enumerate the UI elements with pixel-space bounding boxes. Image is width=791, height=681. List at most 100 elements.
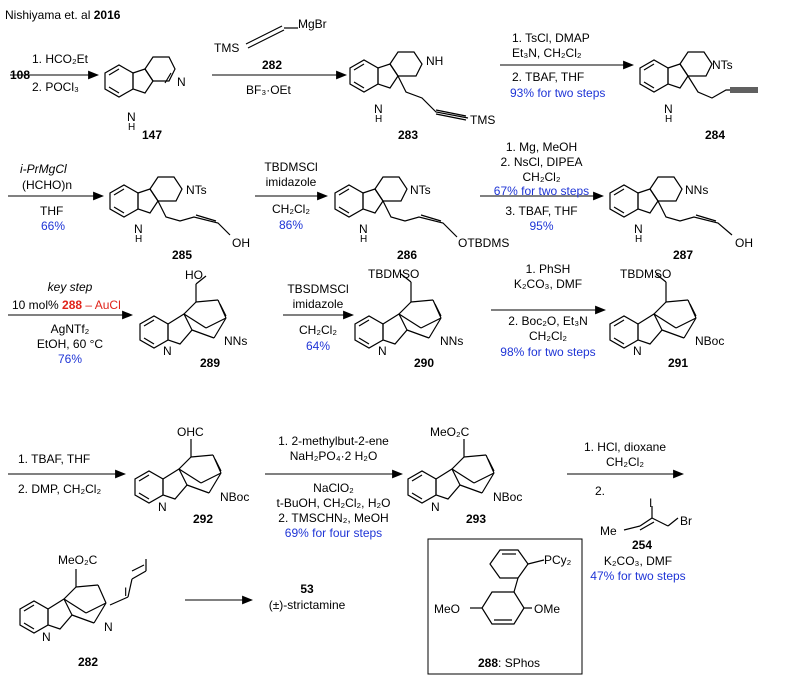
step-i-reagent-2: K₂CO₃, DMF — [513, 277, 583, 291]
atom-h-285: H — [135, 234, 143, 245]
key-step-label: key step — [47, 280, 93, 294]
step-e-reagent-2: imidazole — [265, 175, 317, 189]
step-h-reagent-1: TBSDMSCl — [287, 282, 349, 296]
atom-h-287: H — [635, 234, 643, 245]
step-j-reagent-1: 1. TBAF, THF — [18, 452, 91, 466]
reagent-282-label: 282 — [262, 58, 283, 72]
step-f-yield-1: 67% for two steps — [493, 184, 590, 198]
sphos-box — [427, 538, 583, 675]
tms-label-283: TMS — [470, 113, 496, 127]
step-f-reagent-1: 1. Mg, MeOH — [505, 140, 578, 154]
atom-n-292-indole: N — [158, 500, 167, 514]
atom-n2-147: N — [177, 75, 186, 89]
structure-147 — [104, 56, 176, 98]
compound-290-label: 290 — [414, 356, 435, 370]
reagent-254-label: 254 — [632, 538, 653, 552]
step-c-reagent-2: Et₃N, CH₂Cl₂ — [512, 46, 582, 60]
i-label-282: I — [124, 585, 128, 599]
tbdmso-label-291: TBDMSO — [620, 267, 672, 281]
atom-n-293-indole: N — [431, 500, 440, 514]
step-i-yield: 98% for two steps — [500, 345, 596, 359]
structure-288-sphos — [470, 549, 545, 625]
atom-n-282-indole: N — [42, 630, 51, 644]
compound-285-label: 285 — [172, 248, 193, 262]
sphos-caption: 288: SPhos — [478, 656, 540, 670]
bf3-label: BF₃·OEt — [246, 83, 291, 97]
structure-287 — [609, 176, 733, 236]
step-g-yield: 76% — [57, 352, 83, 366]
atom-nboc-293: NBoc — [493, 490, 523, 504]
catalyst-post: – AuCl — [85, 298, 121, 312]
structure-285 — [109, 176, 231, 236]
structure-254 — [623, 506, 679, 531]
step-f-reagent-4: 3. TBAF, THF — [505, 204, 578, 218]
step-j-reagent-2: 2. DMP, CH₂Cl₂ — [18, 482, 102, 496]
compound-147-label: 147 — [142, 128, 163, 142]
step-d-reagent-2: (HCHO)n — [22, 178, 72, 192]
scheme-header: Nishiyama et. al 2016 — [5, 8, 120, 22]
step-i-reagent-3: 2. Boc₂O, Et₃N — [508, 314, 588, 328]
compound-282-label: 282 — [78, 655, 99, 669]
compound-291-label: 291 — [668, 356, 689, 370]
catalyst-number: 288 — [62, 298, 83, 312]
compound-286-label: 286 — [397, 248, 418, 262]
atom-nh-283-indole: N — [374, 102, 383, 116]
ohc-label-292: OHC — [177, 425, 204, 439]
atom-n-147: N — [127, 110, 136, 124]
step-l-yield: 47% for two steps — [590, 569, 686, 583]
step-a-reagent-1: 1. HCO₂Et — [32, 52, 89, 66]
compound-53-label: 53 — [300, 582, 314, 596]
atom-nns-287: NNs — [685, 183, 709, 197]
step-h-reagent-2: imidazole — [292, 297, 344, 311]
step-l-reagent-4: K₂CO₃, DMF — [603, 554, 673, 568]
atom-nts-284: NTs — [712, 58, 733, 72]
structure-293 — [407, 439, 495, 504]
atom-n-285: N — [134, 222, 143, 236]
step-l-reagent-2: CH₂Cl₂ — [606, 455, 644, 469]
atom-n-291-indole: N — [633, 344, 642, 358]
step-e-yield: 86% — [278, 218, 304, 232]
atom-oh-285: OH — [232, 236, 250, 250]
atom-nns-290: NNs — [440, 334, 464, 348]
structure-282-reagent — [245, 25, 298, 49]
step-f-reagent-3: CH₂Cl₂ — [522, 170, 561, 184]
structure-289 — [139, 275, 227, 349]
structure-290 — [354, 273, 442, 349]
atom-h-284: H — [665, 114, 673, 125]
structure-292 — [134, 439, 222, 504]
compound-287-label: 287 — [673, 248, 694, 262]
step-g-reagent-2: AgNTf₂ — [50, 322, 90, 336]
step-i-reagent-1: 1. PhSH — [525, 262, 571, 276]
tbdmso-label-290: TBDMSO — [368, 267, 420, 281]
strictamine-label: (±)-strictamine — [268, 598, 346, 612]
atom-nns-289: NNs — [224, 334, 248, 348]
step-d-reagent-1: i-PrMgCl — [20, 162, 67, 176]
compound-292-label: 292 — [193, 512, 214, 526]
catalyst-pre: 10 mol% — [12, 298, 59, 312]
step-k-reagent-2: NaH₂PO₄·2 H₂O — [289, 449, 378, 463]
sphos-number: 288 — [478, 656, 499, 670]
authors-label: Nishiyama et. al — [5, 8, 91, 22]
sphos-name: : SPhos — [498, 656, 541, 670]
atom-h-286: H — [360, 234, 368, 245]
br-label-254: Br — [680, 514, 692, 528]
step-k-reagent-1: 1. 2-methylbut-2-ene — [278, 434, 389, 448]
meo2c-label-282: MeO₂C — [58, 553, 98, 567]
atom-nts-285: NTs — [186, 183, 207, 197]
compound-293-label: 293 — [466, 512, 487, 526]
step-f-reagent-2: 2. NsCl, DIPEA — [500, 155, 583, 169]
year-label: 2016 — [93, 8, 121, 22]
structure-291 — [609, 273, 697, 349]
atom-n-289-indole: N — [163, 344, 172, 358]
structure-282-product — [19, 559, 147, 634]
ome-right-label: OMe — [534, 602, 561, 616]
step-l-reagent-1: 1. HCl, dioxane — [583, 440, 667, 454]
step-d-reagent-3: THF — [40, 204, 64, 218]
atom-h-147: H — [128, 122, 136, 133]
compound-108-label: 108 — [10, 68, 31, 82]
me-label-254: Me — [600, 524, 617, 538]
atom-n-282: N — [104, 620, 113, 634]
atom-ho-289: HO — [185, 268, 203, 282]
atom-nh-283: NH — [426, 54, 444, 68]
step-g-reagent-3: EtOH, 60 °C — [36, 337, 104, 351]
